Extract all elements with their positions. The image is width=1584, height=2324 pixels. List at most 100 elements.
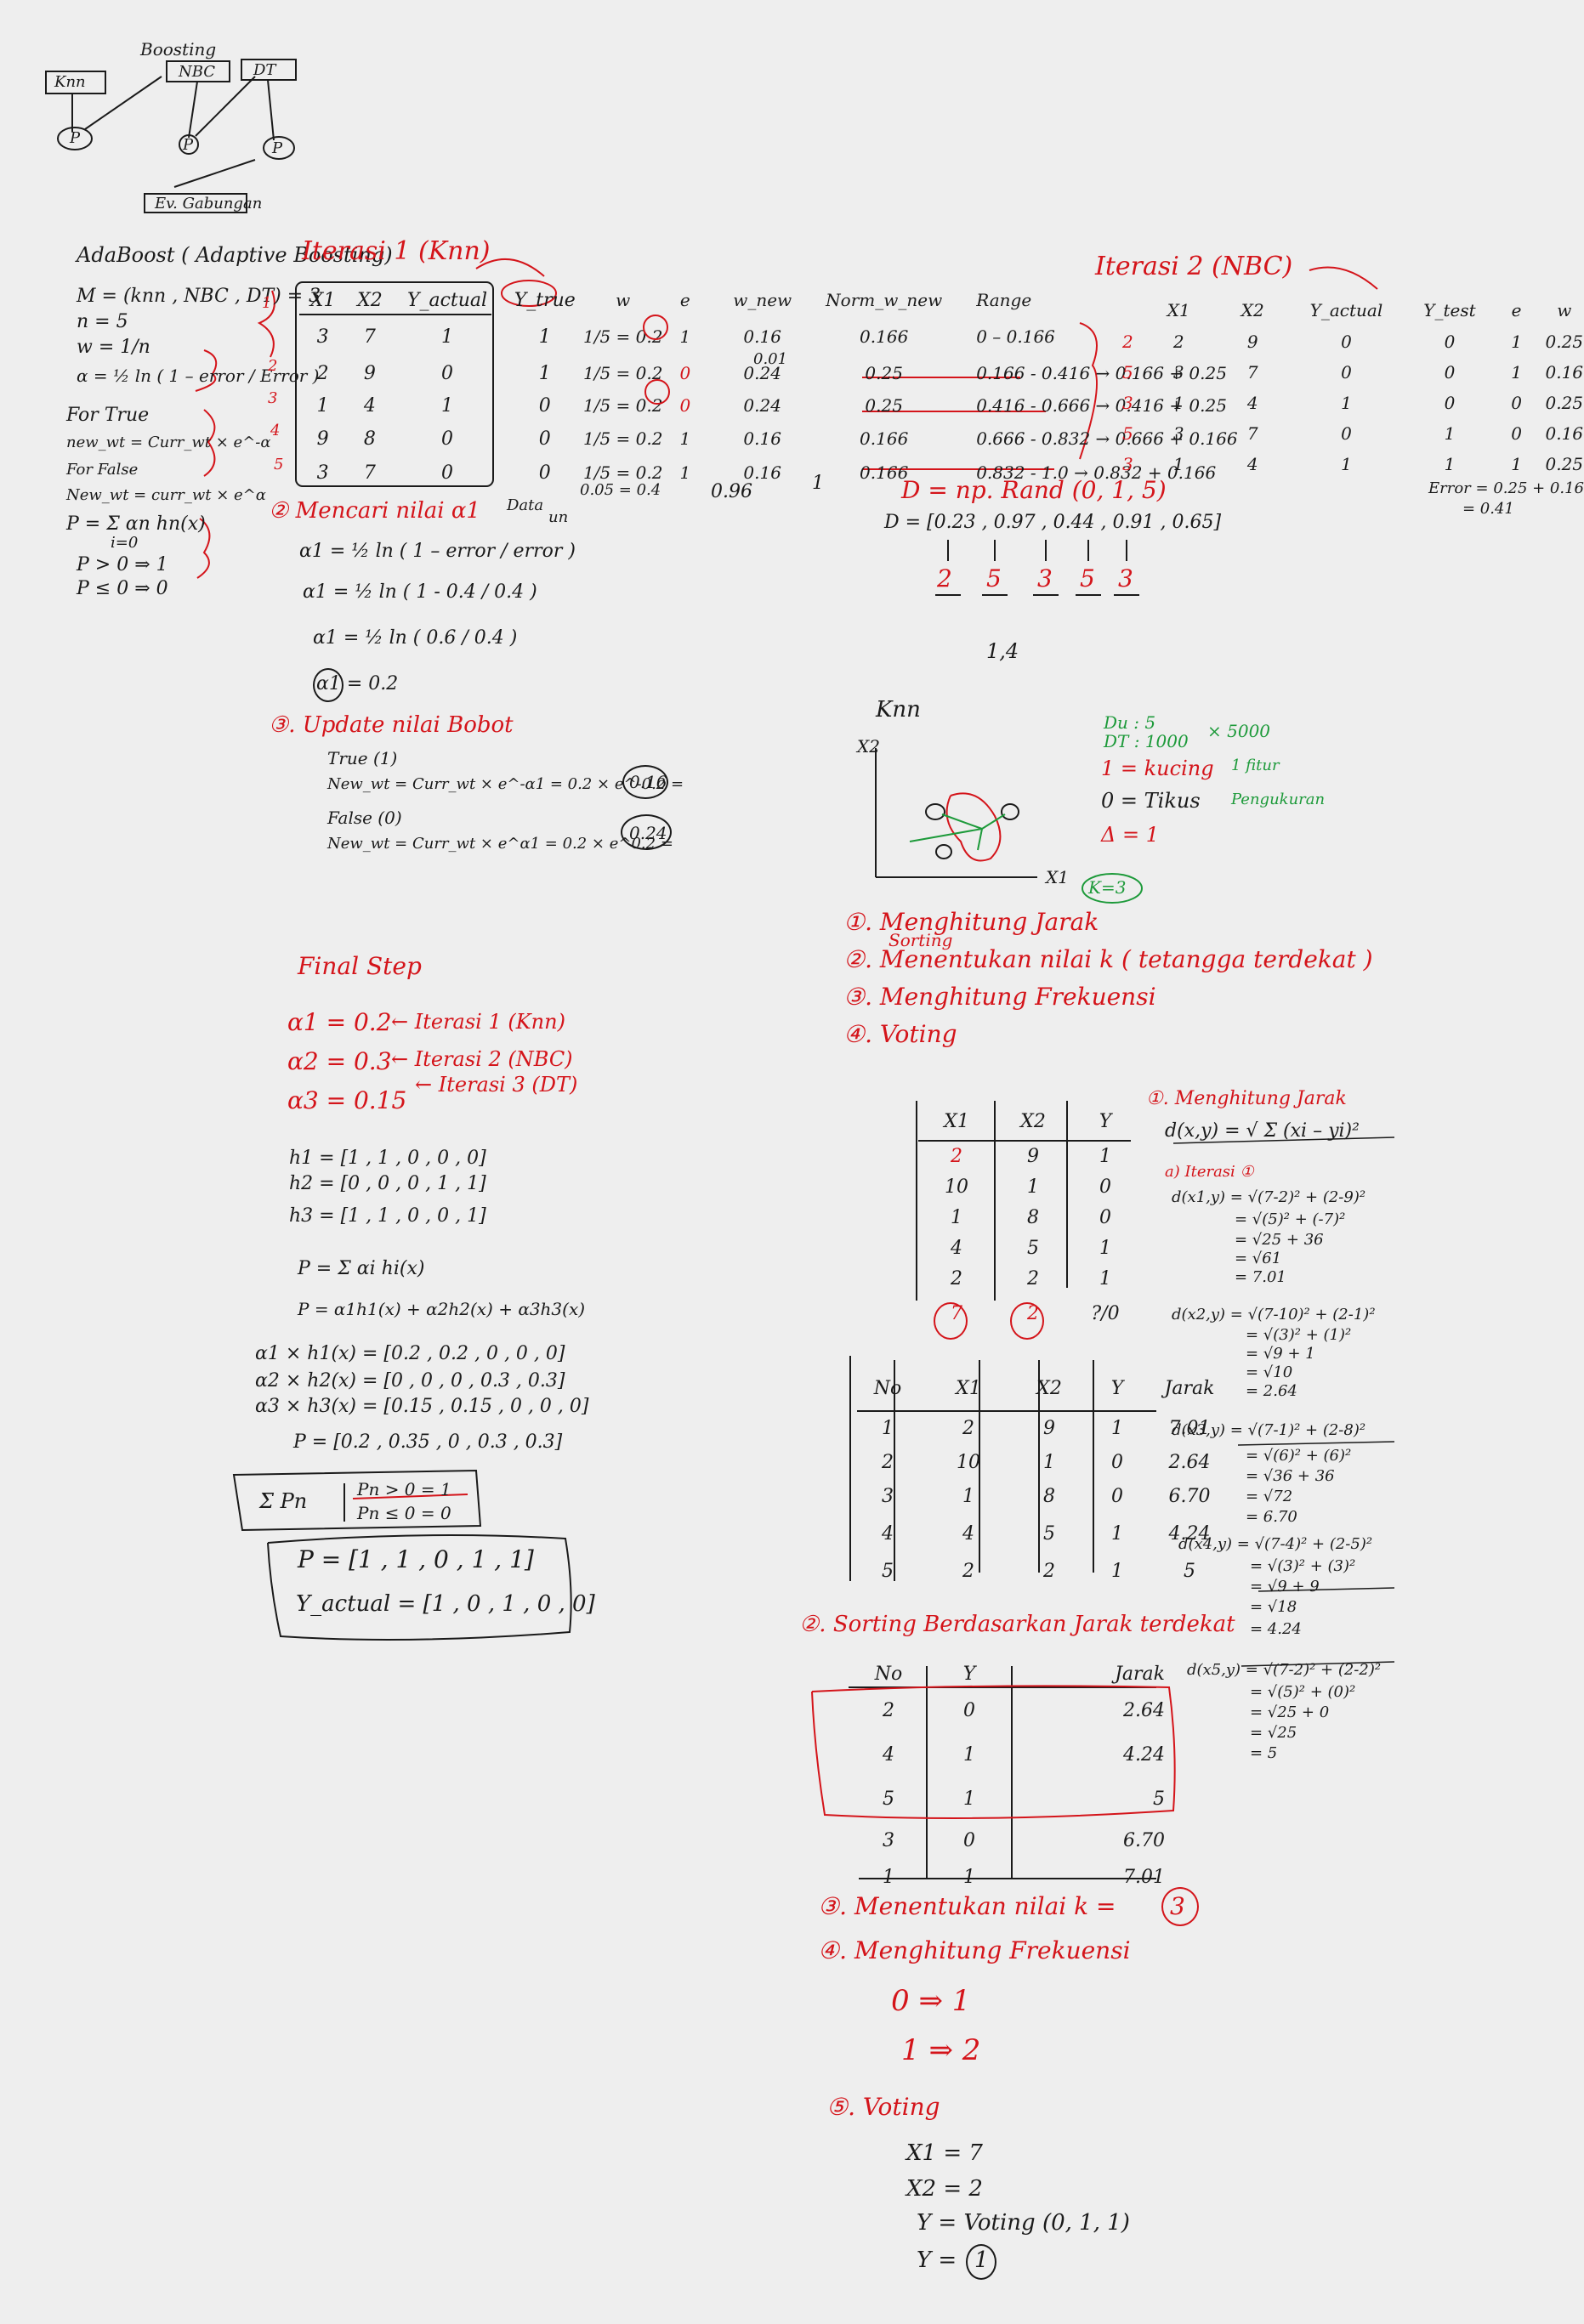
alpha-title: ② Mencari nilai α1	[269, 498, 480, 524]
table-cell: 1	[962, 1485, 974, 1507]
vote-x1: X1 = 7	[906, 2140, 983, 2166]
iter1-title: Iterasi 1 (Knn)	[302, 236, 491, 266]
query-y: ?/0	[1091, 1302, 1120, 1324]
random-pick-5: 3	[1118, 564, 1133, 592]
table-cell: 2	[1027, 1267, 1039, 1290]
dist-d5-2: = √(5)² + (0)²	[1250, 1683, 1356, 1701]
knn-plot-ylabel: X2	[857, 736, 880, 757]
knn-note-3: × 5000	[1207, 721, 1271, 741]
table-cell: 5	[1027, 1237, 1039, 1259]
table-cell: 6.70	[1168, 1485, 1211, 1507]
p-sub: i=0	[111, 534, 139, 552]
table-cell: 0.16	[743, 326, 781, 347]
final-p-expand: P = α1h1(x) + α2h2(x) + α3h3(x)	[298, 1299, 586, 1319]
table-cell: 0	[538, 428, 551, 450]
dist-d4-1: d(x4,y) = √(7-4)² + (2-5)²	[1178, 1535, 1373, 1553]
dist-d3-1: d(x3,y) = √(7-1)² + (2-8)²	[1172, 1421, 1366, 1439]
knn-note-2: DT : 1000	[1104, 731, 1189, 751]
knn-step-3: ③. Menghitung Frekuensi	[843, 983, 1156, 1011]
table-cell: 1	[1341, 393, 1352, 413]
knn-h-y: Y	[1099, 1110, 1112, 1132]
output-box-label: Ev. Gabungan	[155, 195, 263, 213]
table-cell: 0.166	[860, 462, 909, 483]
dist-d1-3: = √25 + 36	[1235, 1231, 1324, 1249]
table-cell: 7	[1246, 423, 1258, 444]
table-cell: 7	[363, 326, 376, 348]
random-pick-1: 2	[937, 564, 952, 592]
final-m2: α2 × h2(x) = [0 , 0 , 0 , 0.3 , 0.3]	[255, 1370, 565, 1392]
table-cell: 5	[883, 1788, 894, 1810]
table-cell: 4	[962, 1522, 974, 1545]
final-sum-label: Σ Pn	[259, 1489, 308, 1513]
iter1-row3-idx: 3	[268, 389, 278, 407]
final-title: Final Step	[298, 952, 422, 980]
dist-d5-1: d(x5,y) = √(7-2)² + (2-2)²	[1187, 1661, 1382, 1679]
table-cell: 2	[962, 1417, 974, 1439]
table-cell: 1/5 = 0.2	[583, 363, 663, 383]
pred-nbc: P	[183, 136, 194, 154]
dist-h-y: Y	[1110, 1377, 1124, 1399]
table-cell: 0.416 - 0.666 → 0.416 + 0.25	[976, 395, 1227, 416]
vote-title: ⑤. Voting	[826, 2093, 940, 2121]
dist-formula: d(x,y) = √ Σ (xi – yi)²	[1165, 1120, 1360, 1142]
result-circle	[622, 765, 668, 799]
dist-h-no: No	[873, 1377, 902, 1399]
table-cell: 0.16	[743, 462, 781, 483]
table-cell: 1	[963, 1788, 975, 1810]
iter2-h-yt: Y_test	[1423, 300, 1476, 320]
highlight-circle	[934, 1302, 968, 1340]
final-alpha-3: α3 = 0.15	[287, 1086, 407, 1114]
iter1-h-x1: X1	[309, 289, 336, 311]
table-cell: 1	[1111, 1560, 1123, 1582]
highlight-circle	[1010, 1302, 1044, 1340]
update-false-eq: New_wt = Curr_wt × e^α1 = 0.2 × e^0.2 =	[327, 835, 673, 853]
random-note: 1,4	[986, 639, 1019, 663]
dist-sub: a) Iterasi ①	[1165, 1163, 1254, 1181]
table-cell: 0.16	[1545, 423, 1584, 444]
table-cell: 4	[363, 394, 376, 417]
table-cell: 8	[1027, 1206, 1039, 1228]
table-cell: 3	[882, 1485, 894, 1507]
table-cell: 0	[538, 462, 551, 484]
dist-d5-5: = 5	[1250, 1744, 1278, 1762]
table-cell: 1	[441, 394, 454, 417]
table-cell: 0	[1099, 1176, 1111, 1198]
new-wt-false: New_wt = curr_wt × e^α	[66, 486, 266, 504]
final-p-result: P = [1 , 1 , 0 , 1 , 1]	[298, 1545, 534, 1573]
iter2-h-x2: X2	[1241, 300, 1264, 320]
adaboost-m: M = (knn , NBC , DT) = 3	[77, 286, 321, 307]
table-cell: 0.166 - 0.416 → 0.166 + 0.25	[976, 363, 1227, 383]
new-wt-true: new_wt = Curr_wt × e^-α	[66, 434, 271, 451]
table-cell: 1	[1444, 423, 1456, 444]
table-cell: 0.24	[743, 395, 781, 416]
table-cell: 0 – 0.166	[976, 326, 1055, 347]
k-value-line: ③. Menentukan nilai k =	[818, 1892, 1116, 1920]
table-cell: 0.25	[865, 395, 903, 416]
freq-title: ④. Menghitung Frekuensi	[818, 1936, 1131, 1964]
table-cell: 3	[1172, 423, 1184, 444]
table-cell: 5	[1043, 1522, 1055, 1545]
iter1-row2-idx: 2	[268, 357, 278, 375]
final-alpha-2: α2 = 0.3	[287, 1047, 392, 1075]
knn-note-1: Du : 5	[1104, 712, 1156, 733]
sort-title: ②. Sorting Berdasarkan Jarak terdekat	[799, 1612, 1235, 1637]
dist-d1-5: = 7.01	[1235, 1268, 1286, 1286]
final-alpha-2-src: ← Iterasi 2 (NBC)	[391, 1047, 573, 1071]
table-cell: 1	[679, 428, 691, 449]
table-cell: 6.70	[1123, 1829, 1165, 1851]
iter1-row4-idx: 4	[270, 422, 281, 439]
row-index: 2	[1122, 332, 1133, 352]
table-cell: 2	[951, 1267, 962, 1290]
adaboost-w: w = 1/n	[77, 337, 150, 358]
final-m1: α1 × h1(x) = [0.2 , 0.2 , 0 , 0 , 0]	[255, 1343, 565, 1364]
table-cell: 0.24	[743, 363, 781, 383]
final-m3: α3 × h3(x) = [0.15 , 0.15 , 0 , 0 , 0]	[255, 1396, 589, 1417]
table-cell: 1	[1043, 1451, 1055, 1473]
table-cell: 1	[1511, 362, 1522, 383]
table-cell: 7	[363, 462, 376, 484]
dist-d3-2: = √(6)² + (6)²	[1246, 1447, 1352, 1465]
table-cell: 2.64	[1123, 1699, 1165, 1721]
dist-d4-3: = √9 + 9	[1250, 1578, 1320, 1596]
update-true-label: True (1)	[327, 748, 398, 768]
